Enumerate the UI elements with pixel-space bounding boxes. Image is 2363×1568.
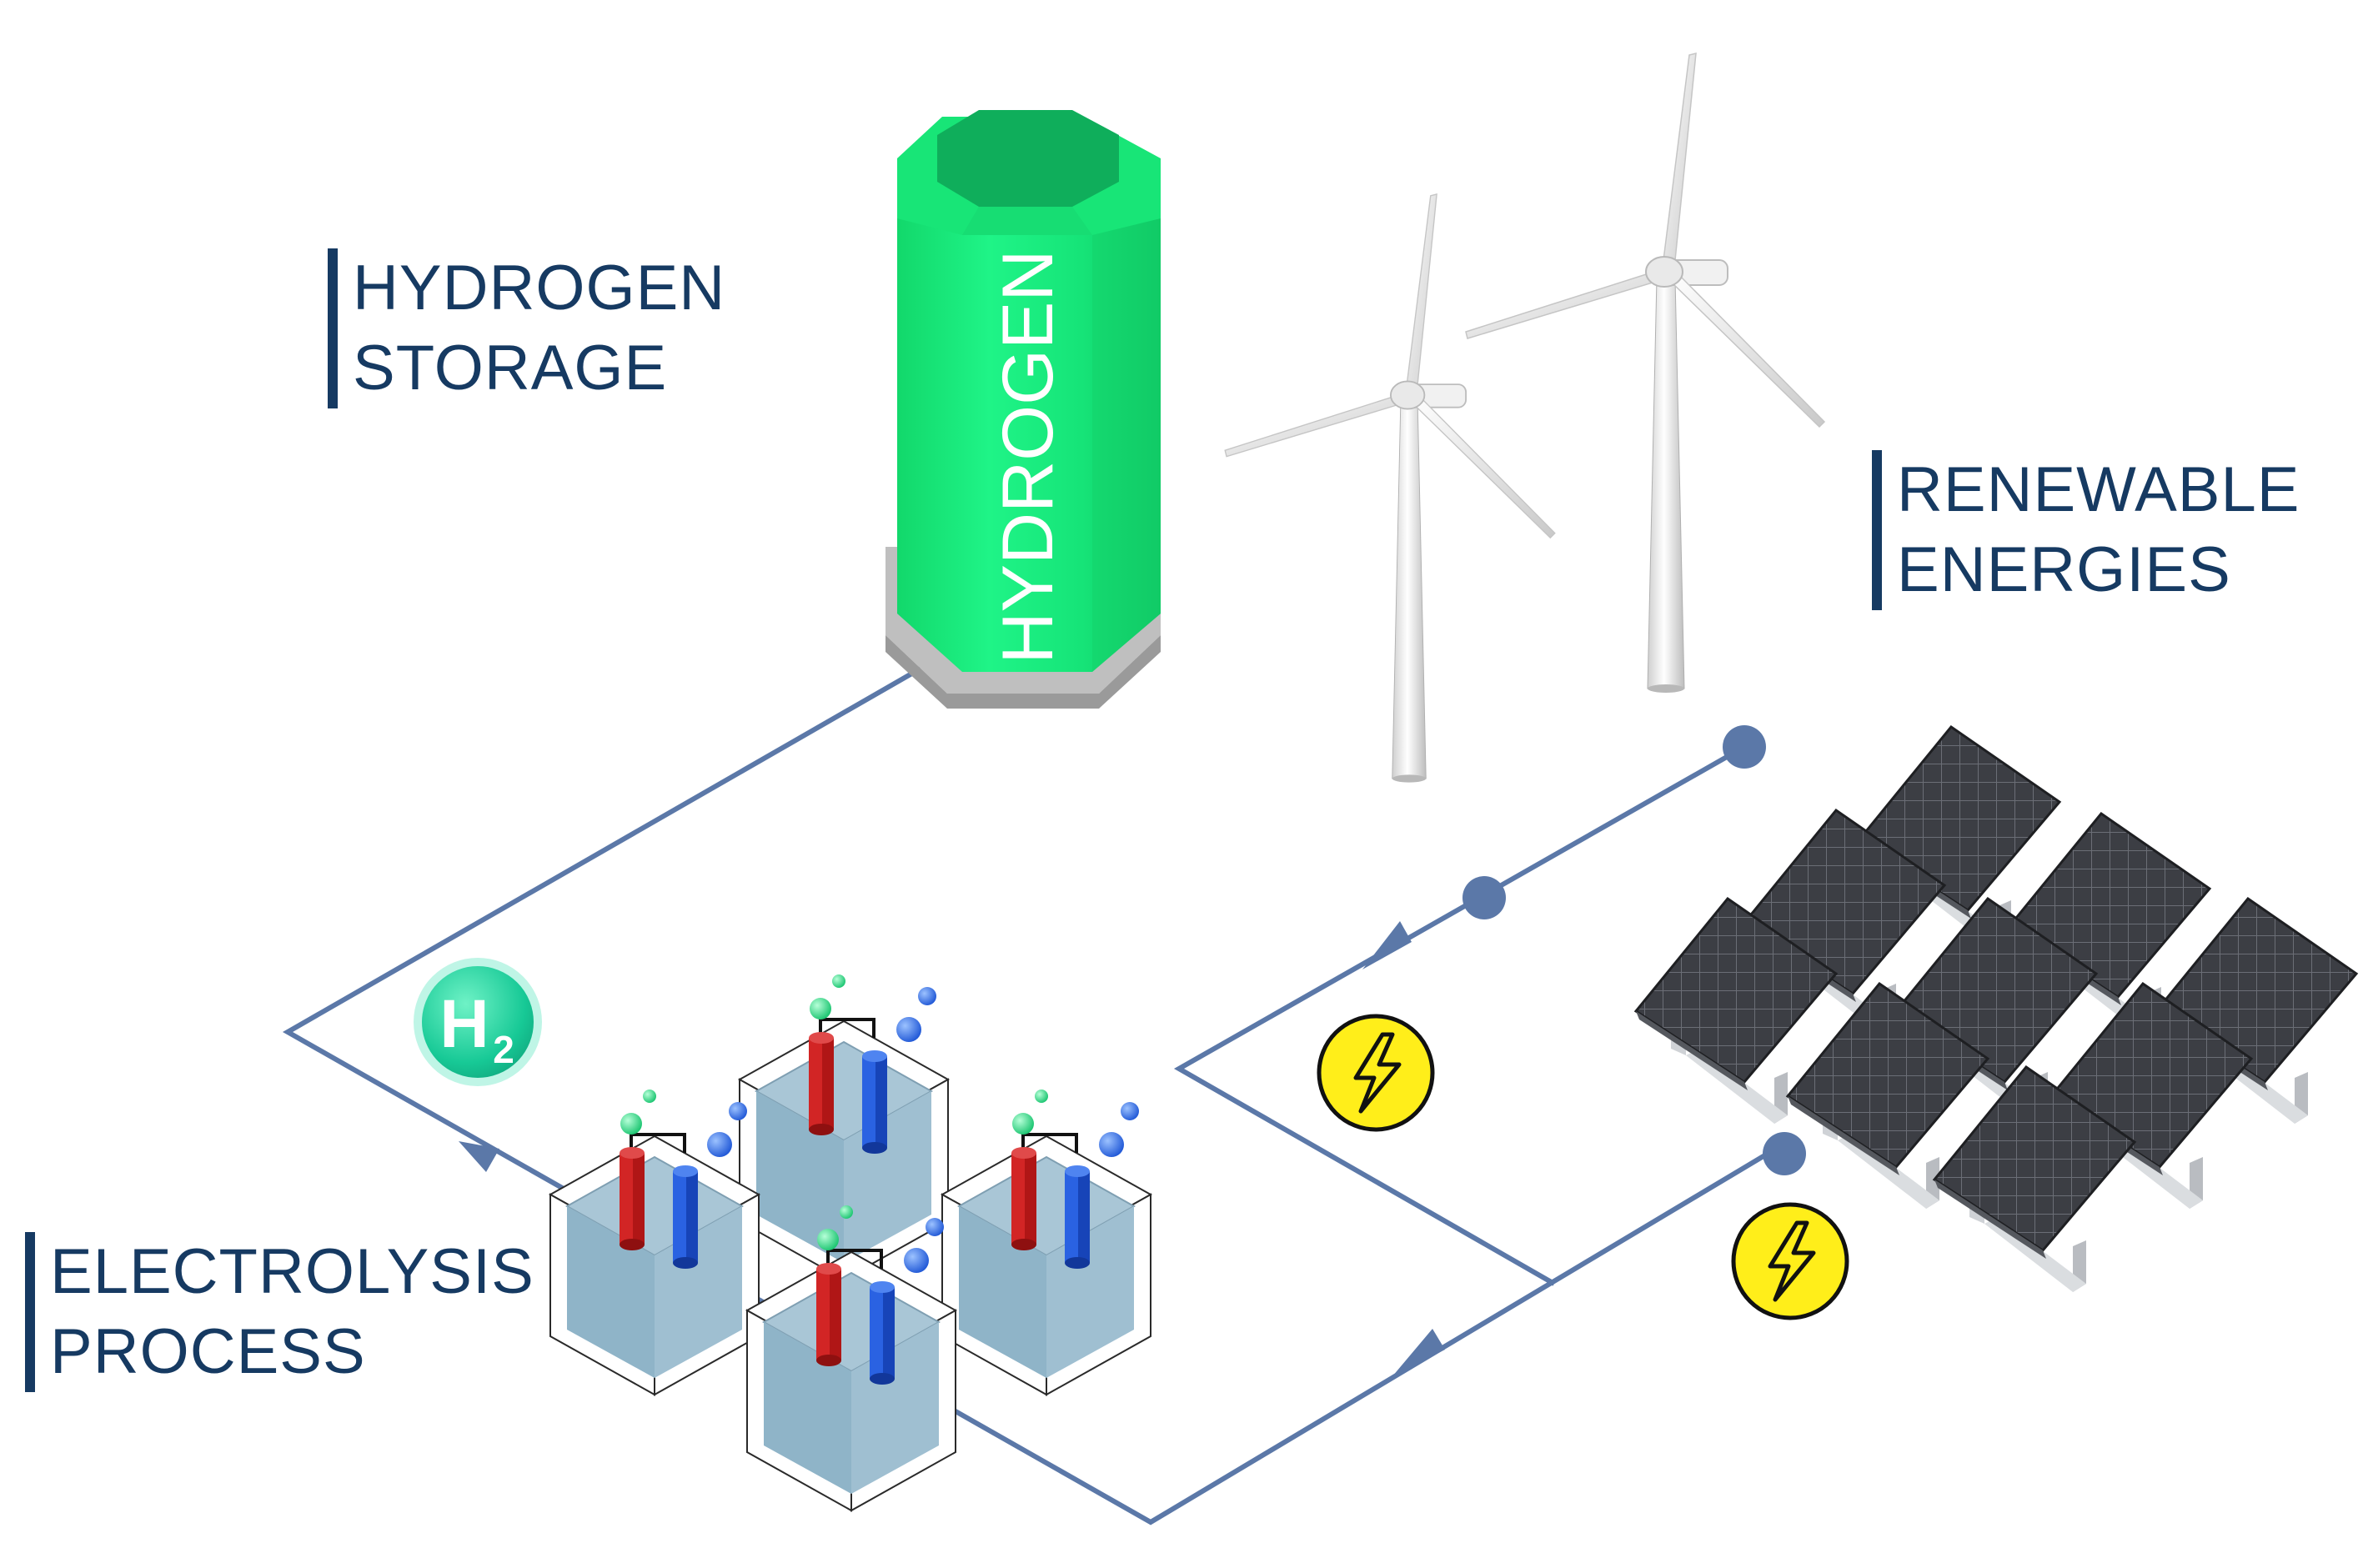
hydrogen-storage-title: HYDROGEN STORAGE bbox=[328, 248, 725, 408]
arrow-to-storage bbox=[459, 1141, 499, 1172]
renewable-energies-title-line2: ENERGIES bbox=[1897, 534, 2231, 605]
wind-turbine-icon bbox=[1465, 53, 1825, 694]
electrolysis-cell-icon bbox=[549, 1088, 760, 1396]
arrow-power-upper bbox=[1362, 921, 1412, 969]
node-top bbox=[1723, 725, 1766, 769]
h2-subscript: 2 bbox=[493, 1028, 514, 1071]
h2-symbol: H bbox=[439, 986, 489, 1062]
arrow-power-lower bbox=[1392, 1329, 1445, 1376]
electrolysis-process-title-line1: ELECTROLYSIS bbox=[50, 1236, 534, 1307]
hydrogen-tank: HYDROGEN bbox=[885, 110, 1161, 709]
electrolysis-cell-icon bbox=[738, 973, 950, 1281]
electrolysis-cell-icon bbox=[745, 1204, 957, 1512]
tank-label: HYDROGEN bbox=[988, 250, 1068, 664]
electrolysis-process-title: ELECTROLYSIS PROCESS bbox=[25, 1232, 534, 1392]
renewable-energies-title: RENEWABLE ENERGIES bbox=[1872, 450, 2300, 610]
electrolysis-process-title-line2: PROCESS bbox=[50, 1316, 366, 1387]
flow-arrows bbox=[459, 725, 1806, 1376]
lightning-bolt-icon bbox=[1733, 1205, 1847, 1318]
electrolysis-cell-icon bbox=[941, 1088, 1152, 1396]
renewable-energies-title-line1: RENEWABLE bbox=[1897, 454, 2300, 525]
wind-turbine-icon bbox=[1224, 193, 1556, 784]
hydrogen-storage-title-line1: HYDROGEN bbox=[353, 253, 726, 323]
electrolysis-cells bbox=[549, 973, 1152, 1512]
lightning-bolt-icon bbox=[1319, 1016, 1432, 1130]
power-line-upper bbox=[1173, 744, 1746, 1286]
node-middle bbox=[1462, 876, 1506, 919]
hydrogen-storage-title-line2: STORAGE bbox=[353, 333, 668, 403]
solar-array bbox=[1634, 725, 2358, 1294]
node-bottom bbox=[1763, 1132, 1806, 1175]
h2-badge: H 2 bbox=[414, 958, 542, 1086]
